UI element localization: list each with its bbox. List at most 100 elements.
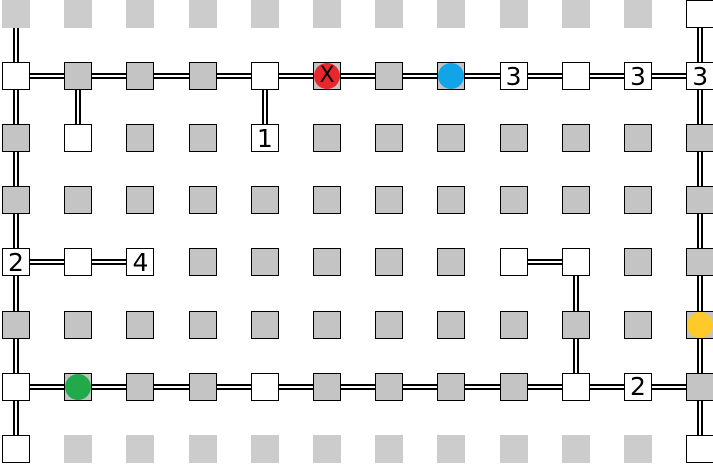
white-tile[interactable] (561, 62, 590, 91)
x-mark-icon: X (319, 63, 335, 89)
white-tile[interactable] (2, 372, 30, 401)
gray-tile[interactable] (375, 186, 404, 215)
gray-tile[interactable] (375, 310, 404, 339)
gray-tile[interactable] (313, 372, 341, 401)
white-tile[interactable] (561, 372, 590, 401)
gray-tile[interactable] (126, 310, 155, 339)
gray-tile[interactable] (375, 62, 404, 91)
white-tile[interactable]: 2 (2, 248, 30, 277)
white-tile[interactable] (250, 62, 279, 91)
ghost-tile (375, 0, 404, 28)
gray-tile[interactable] (188, 186, 217, 215)
gray-tile[interactable] (188, 124, 217, 153)
ghost-tile (437, 434, 466, 463)
gray-tile[interactable] (624, 186, 652, 215)
white-tile[interactable] (250, 372, 279, 401)
gray-tile[interactable] (126, 186, 155, 215)
gray-tile[interactable] (561, 186, 590, 215)
white-tile[interactable]: 3 (686, 61, 713, 91)
gray-tile[interactable] (188, 62, 217, 91)
yellow-dot-marker (687, 311, 713, 338)
gray-tile[interactable] (624, 124, 652, 153)
clue-number: 1 (256, 123, 273, 153)
white-tile[interactable] (2, 62, 30, 91)
gray-tile[interactable] (624, 310, 652, 339)
gray-tile[interactable] (250, 186, 279, 215)
gray-tile[interactable] (313, 248, 341, 277)
gray-tile[interactable] (126, 372, 155, 401)
gray-tile[interactable] (2, 186, 30, 215)
white-tile[interactable]: 2 (624, 372, 652, 402)
gray-tile[interactable] (499, 124, 528, 153)
ghost-tile (624, 434, 652, 463)
gray-tile[interactable] (375, 372, 404, 401)
gray-tile[interactable] (313, 310, 341, 339)
blue-dot-marker (438, 63, 465, 90)
gray-tile[interactable] (126, 62, 155, 91)
gray-tile[interactable] (2, 310, 30, 339)
white-tile[interactable] (499, 248, 528, 277)
gray-tile[interactable] (686, 248, 713, 277)
white-tile[interactable]: 4 (126, 248, 155, 277)
gray-tile[interactable] (686, 124, 713, 153)
gray-tile[interactable] (188, 248, 217, 277)
clue-number: 3 (692, 61, 709, 91)
gray-tile[interactable] (499, 186, 528, 215)
gray-tile[interactable] (499, 310, 528, 339)
ghost-tile (64, 0, 93, 28)
gray-tile[interactable] (64, 310, 93, 339)
ghost-tile (126, 0, 155, 28)
gray-tile[interactable] (375, 248, 404, 277)
white-tile[interactable] (64, 248, 93, 277)
gray-tile[interactable] (313, 186, 341, 215)
gray-tile[interactable] (437, 124, 466, 153)
ghost-tile (64, 434, 93, 463)
gray-tile[interactable] (686, 372, 713, 401)
gray-tile[interactable] (188, 372, 217, 401)
green-dot-marker (65, 373, 92, 400)
gray-tile[interactable] (313, 124, 341, 153)
ghost-tile (437, 0, 466, 28)
gray-tile[interactable] (499, 372, 528, 401)
white-tile[interactable] (686, 434, 713, 463)
ghost-tile (624, 0, 652, 28)
ghost-tile (561, 434, 590, 463)
ghost-tile (313, 434, 341, 463)
ghost-tile (499, 434, 528, 463)
gray-tile[interactable] (2, 124, 30, 153)
clue-number: 2 (630, 372, 646, 402)
clue-number: 3 (630, 61, 646, 91)
white-tile[interactable]: 3 (624, 61, 652, 91)
gray-tile[interactable] (188, 310, 217, 339)
ghost-tile (375, 434, 404, 463)
gray-tile[interactable] (561, 124, 590, 153)
white-tile[interactable] (64, 124, 93, 153)
gray-tile[interactable] (624, 248, 652, 277)
white-tile[interactable] (561, 248, 590, 277)
gray-tile[interactable] (250, 248, 279, 277)
gray-tile[interactable] (437, 372, 466, 401)
gray-tile[interactable] (250, 310, 279, 339)
gray-tile[interactable] (561, 310, 590, 339)
clue-number: 3 (505, 61, 522, 91)
gray-tile[interactable] (64, 62, 93, 91)
ghost-tile (188, 0, 217, 28)
white-tile[interactable] (686, 0, 713, 28)
ghost-tile (499, 0, 528, 28)
ghost-tile (126, 434, 155, 463)
white-tile[interactable]: 3 (499, 61, 528, 91)
ghost-tile (2, 0, 30, 28)
white-tile[interactable] (2, 434, 30, 463)
gray-tile[interactable] (437, 186, 466, 215)
gray-tile[interactable] (437, 248, 466, 277)
ghost-tile (561, 0, 590, 28)
gray-tile[interactable] (64, 186, 93, 215)
ghost-tile (313, 0, 341, 28)
gray-tile[interactable] (126, 124, 155, 153)
path-edge-horizontal (16, 383, 701, 390)
gray-tile[interactable] (437, 310, 466, 339)
gray-tile[interactable] (375, 124, 404, 153)
white-tile[interactable]: 1 (250, 123, 279, 153)
gray-tile[interactable] (686, 186, 713, 215)
